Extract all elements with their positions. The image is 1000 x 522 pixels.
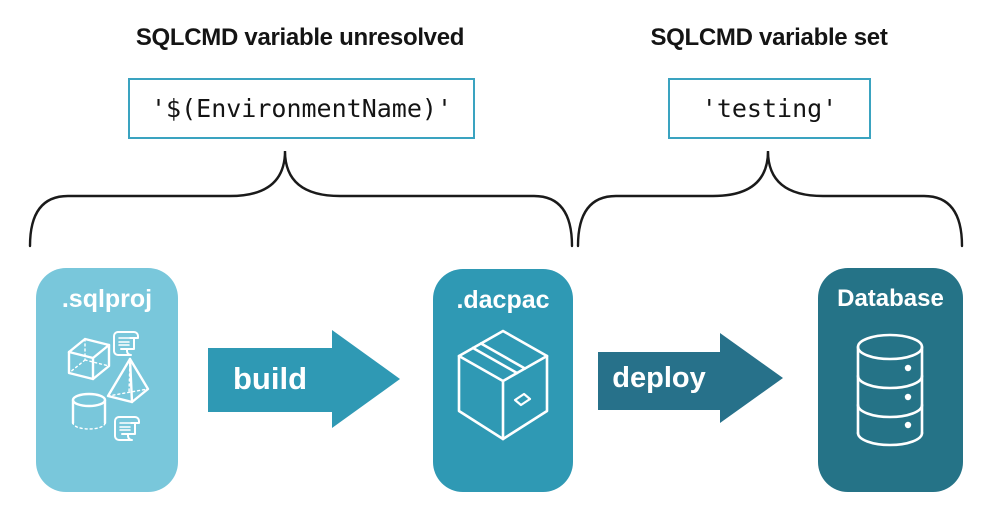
heading-sqlcmd-set: SQLCMD variable set (650, 24, 888, 51)
heading-sqlcmd-unresolved: SQLCMD variable unresolved (135, 24, 465, 51)
sql-objects-icons (67, 331, 150, 441)
deploy-arrow: deploy (598, 333, 783, 423)
left-brace (28, 150, 574, 248)
node-database-label: Database (837, 285, 944, 312)
build-arrow-label: build (232, 361, 308, 396)
script-icon (114, 416, 140, 441)
build-arrow: build (208, 330, 400, 428)
package-box-icon (457, 329, 549, 441)
node-dacpac-label: .dacpac (456, 286, 550, 314)
code-value-set: 'testing' (668, 78, 871, 139)
node-sqlproj: .sqlproj (36, 268, 178, 492)
database-stack-icon (856, 333, 924, 447)
pyramid-icon (106, 357, 150, 404)
deploy-arrow-label: deploy (612, 361, 706, 394)
right-brace (576, 150, 964, 248)
node-dacpac: .dacpac (433, 269, 573, 492)
script-icon (113, 331, 139, 356)
cube-icon (67, 337, 111, 381)
node-sqlproj-label: .sqlproj (61, 285, 153, 313)
code-value-unresolved: '$(EnvironmentName)' (128, 78, 475, 139)
node-database: Database (818, 268, 963, 492)
cylinder-icon (71, 392, 107, 430)
